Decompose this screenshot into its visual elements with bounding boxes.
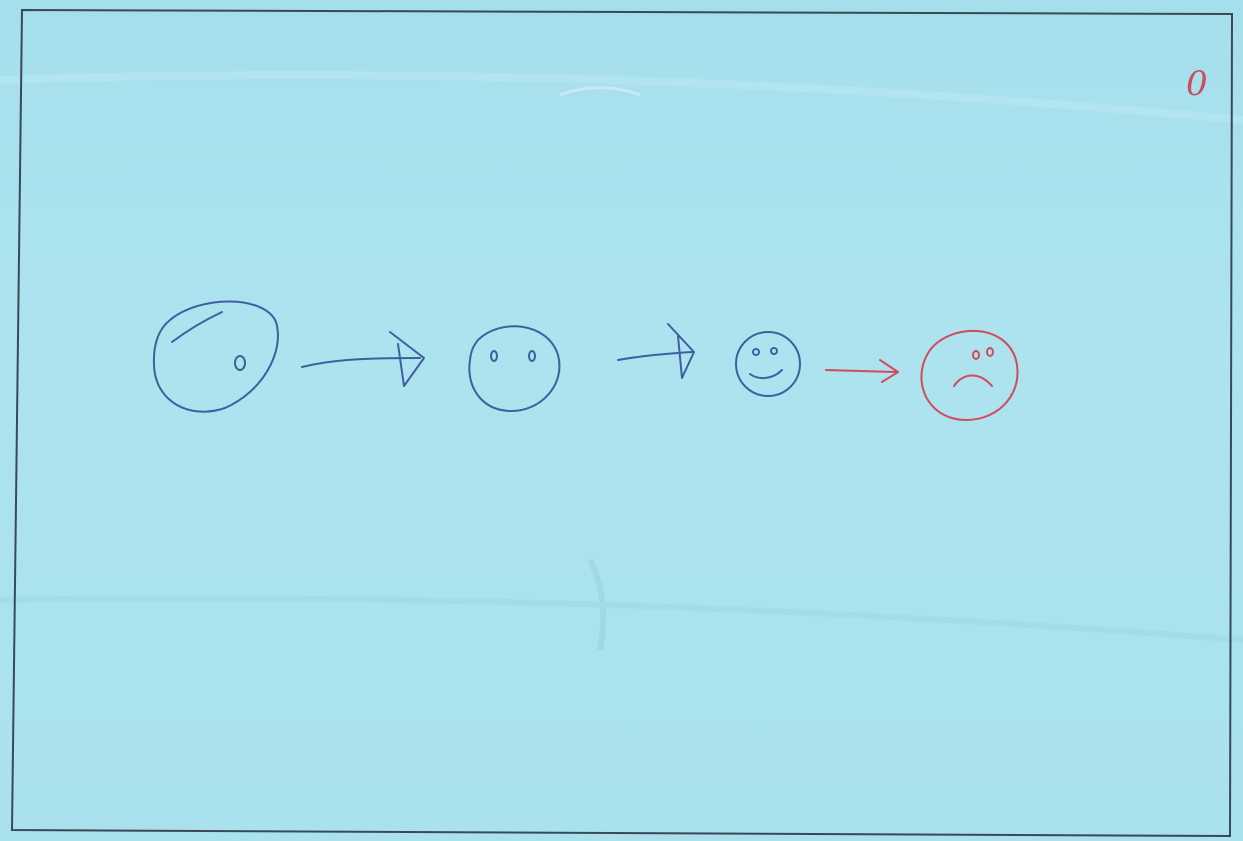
smiley-face-icon xyxy=(735,331,801,397)
arrow-right-icon xyxy=(617,323,695,379)
paper-folds xyxy=(0,71,1243,651)
round-face-icon xyxy=(468,325,561,413)
sheet-border xyxy=(10,8,1234,838)
sad-face-icon xyxy=(920,330,1019,421)
arrow-right-icon xyxy=(301,331,425,387)
egg-icon xyxy=(152,300,279,413)
page-number: 0 xyxy=(1186,64,1208,104)
arrow-right-icon xyxy=(825,359,899,383)
